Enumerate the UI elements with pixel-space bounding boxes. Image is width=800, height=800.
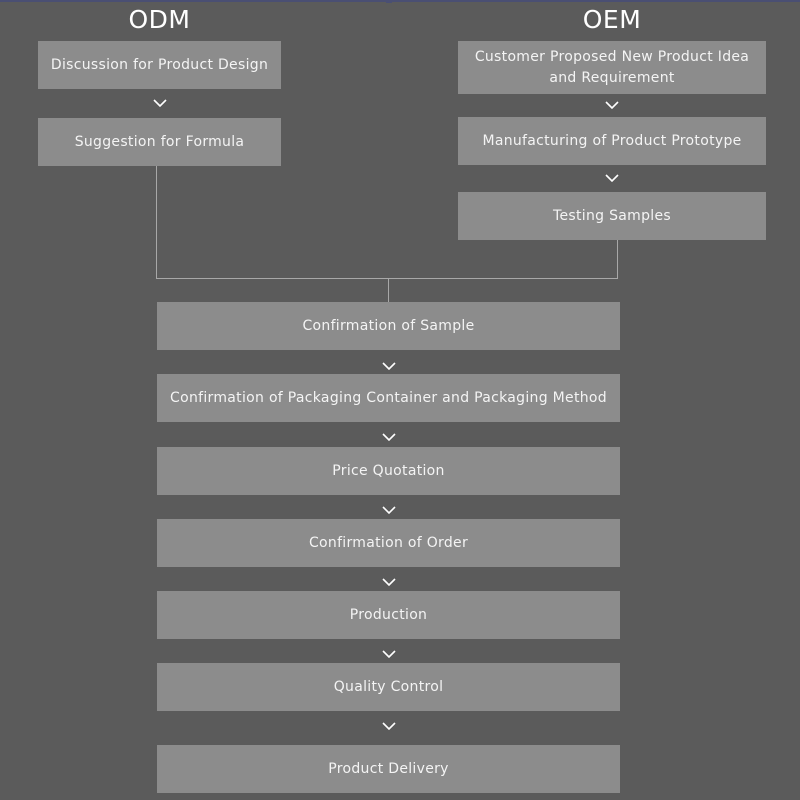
step-quality-control: Quality Control bbox=[157, 663, 620, 711]
odm-step-formula: Suggestion for Formula bbox=[38, 118, 281, 166]
chevron-down-icon bbox=[382, 506, 396, 514]
step-confirmation-of-sample: Confirmation of Sample bbox=[157, 302, 620, 350]
oem-step-prototype: Manufacturing of Product Prototype bbox=[458, 117, 766, 165]
chevron-down-icon bbox=[382, 433, 396, 441]
chevron-down-icon bbox=[153, 99, 167, 107]
oem-connector-line bbox=[617, 240, 618, 279]
step-confirmation-of-packaging: Confirmation of Packaging Container and … bbox=[157, 374, 620, 422]
oem-title: OEM bbox=[582, 5, 642, 34]
merge-connector-line bbox=[156, 278, 618, 279]
step-price-quotation: Price Quotation bbox=[157, 447, 620, 495]
odm-connector-line bbox=[156, 166, 157, 279]
oem-step-customer-idea: Customer Proposed New Product Idea and R… bbox=[458, 41, 766, 94]
chevron-down-icon bbox=[382, 650, 396, 658]
merge-down-line bbox=[388, 278, 389, 302]
chevron-down-icon bbox=[382, 362, 396, 370]
step-production: Production bbox=[157, 591, 620, 639]
odm-step-discussion: Discussion for Product Design bbox=[38, 41, 281, 89]
step-product-delivery: Product Delivery bbox=[157, 745, 620, 793]
top-accent-notch bbox=[386, 0, 392, 3]
top-accent-bar bbox=[0, 0, 800, 2]
chevron-down-icon bbox=[382, 578, 396, 586]
step-confirmation-of-order: Confirmation of Order bbox=[157, 519, 620, 567]
odm-title: ODM bbox=[128, 5, 191, 34]
oem-step-testing-samples: Testing Samples bbox=[458, 192, 766, 240]
chevron-down-icon bbox=[605, 101, 619, 109]
chevron-down-icon bbox=[605, 174, 619, 182]
chevron-down-icon bbox=[382, 722, 396, 730]
